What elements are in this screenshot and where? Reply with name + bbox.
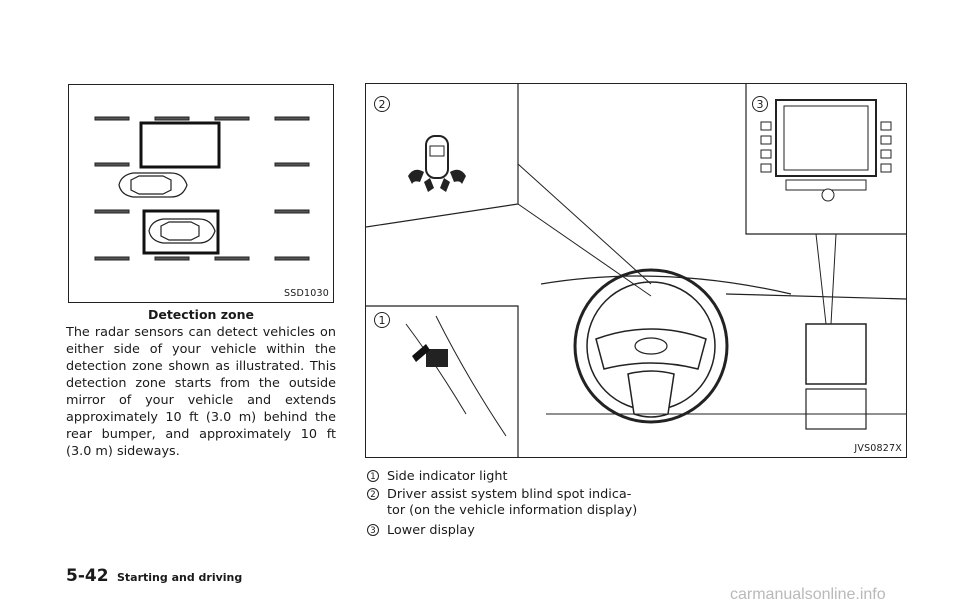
legend-text: Driver assist system blind spot indica- — [387, 487, 632, 502]
callout-2: 2 — [374, 96, 390, 112]
legend-number: 3 — [367, 524, 379, 536]
figure-code: JVS0827X — [854, 443, 902, 454]
legend-text: Side indicator light — [387, 469, 508, 484]
body-paragraph: The radar sensors can detect vehicles on… — [66, 325, 336, 459]
page-number: 5-42 — [66, 566, 109, 586]
legend-text-continued: tor (on the vehicle information display) — [387, 503, 638, 518]
figure-code: SSD1030 — [284, 288, 329, 299]
blind-spot-car-icon — [408, 135, 466, 192]
blind-spot-indicator-figure: 2 3 1 JVS0827X — [365, 83, 907, 458]
section-title: Starting and driving — [117, 571, 243, 584]
legend-number: 1 — [367, 470, 379, 482]
callout-1: 1 — [374, 312, 390, 328]
callout-3: 3 — [752, 96, 768, 112]
legend-text: Lower display — [387, 523, 475, 538]
watermark: carmanualsonline.info — [730, 586, 886, 603]
figure-caption: Detection zone — [147, 307, 255, 322]
dashboard-illustration — [366, 84, 906, 457]
detection-zone-figure: SSD1030 — [68, 84, 334, 303]
detection-zone-illustration — [94, 116, 310, 261]
legend-number: 2 — [367, 488, 379, 500]
